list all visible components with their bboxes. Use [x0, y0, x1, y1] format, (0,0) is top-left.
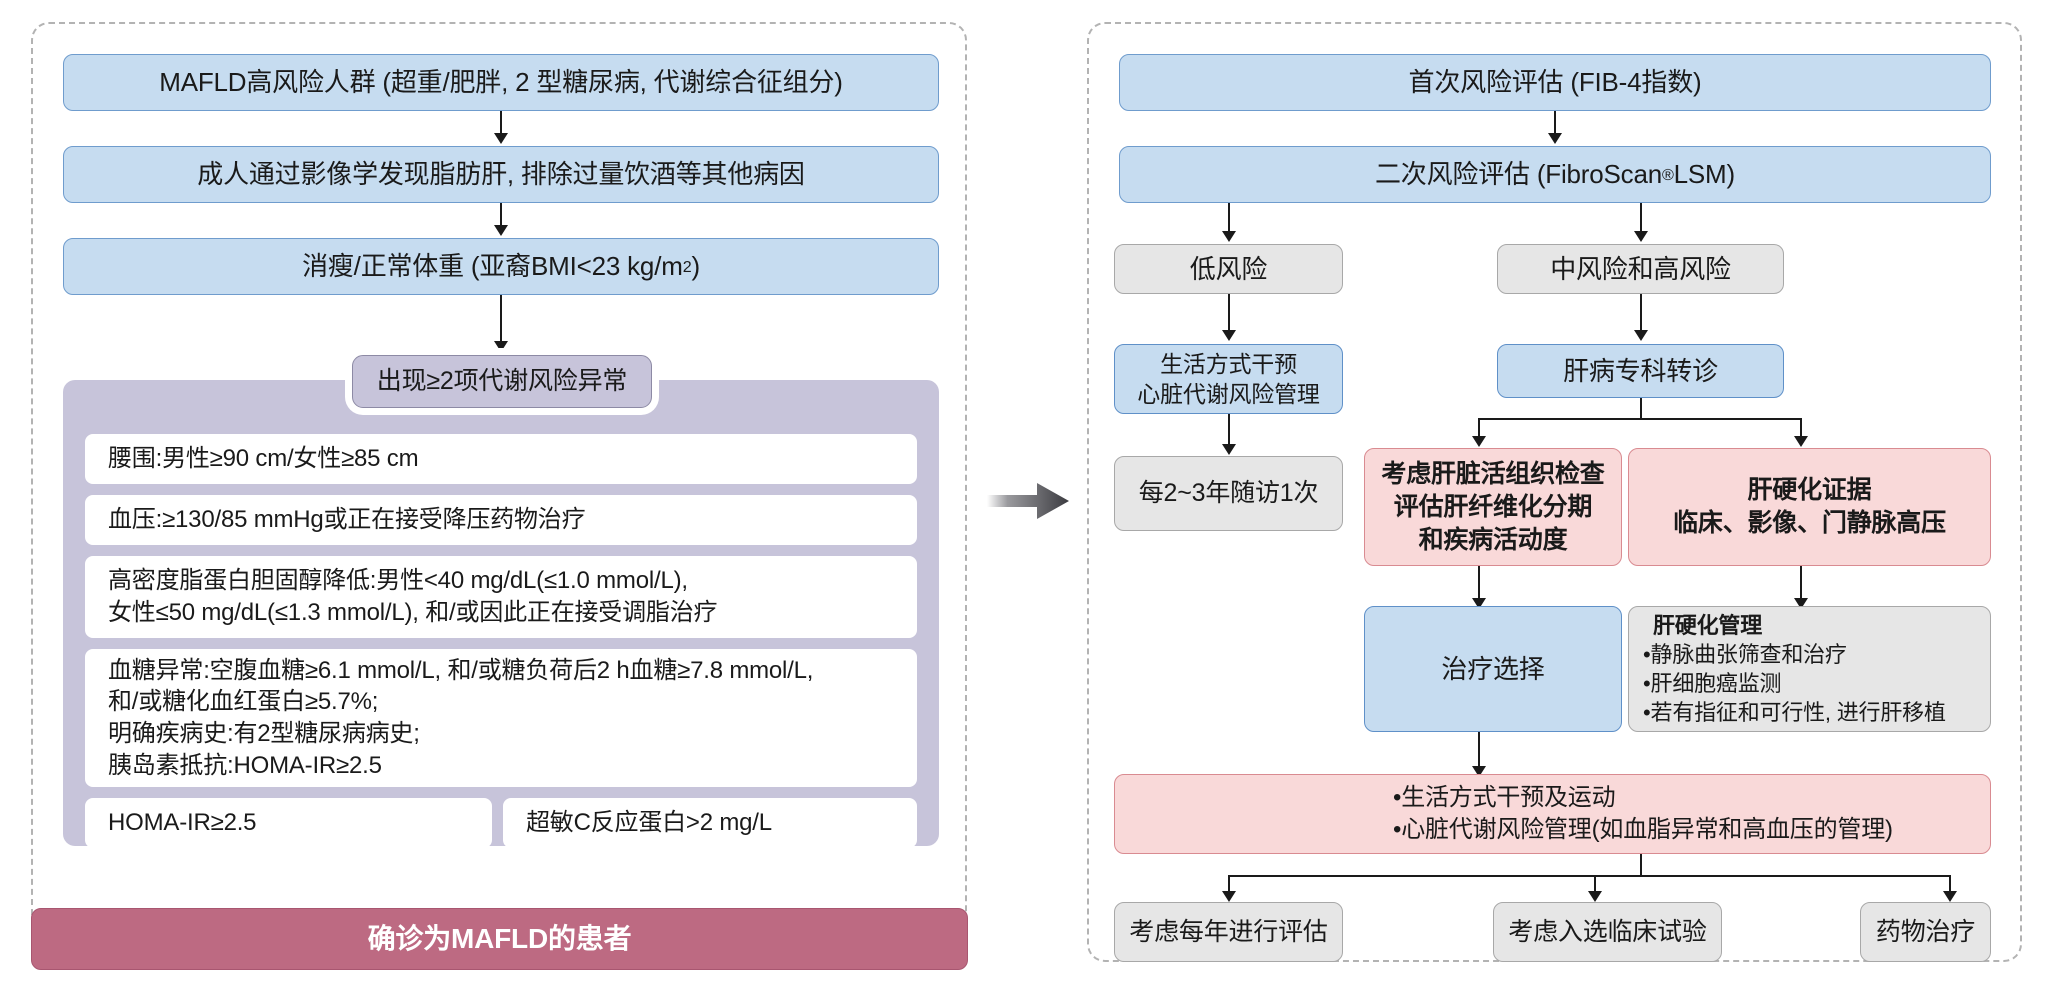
connector-midhigh-referral: [1640, 294, 1642, 336]
connector-l2-l3: [500, 203, 502, 232]
arrowhead-lowrisk-lifestyle: [1222, 330, 1236, 341]
arrowhead-l3-l4: [494, 341, 508, 352]
node-hepatology-referral[interactable]: 肝病专科转诊: [1497, 344, 1784, 398]
connector-r2-lowrisk: [1228, 203, 1230, 238]
node-moderate-high-risk[interactable]: 中风险和高风险: [1497, 244, 1784, 294]
connector-biopsy-treatment: [1478, 566, 1480, 604]
node-cirrhosis-management[interactable]: 肝硬化管理 •静脉曲张筛查和治疗 •肝细胞癌监测 •若有指征和可行性, 进行肝移…: [1628, 606, 1991, 732]
node-consider-annual-assessment[interactable]: 考虑每年进行评估: [1114, 902, 1343, 962]
node-drug-therapy[interactable]: 药物治疗: [1860, 902, 1991, 962]
arrowhead-biopsy-treatment: [1472, 598, 1486, 609]
node-imaging-finding[interactable]: 成人通过影像学发现脂肪肝, 排除过量饮酒等其他病因: [63, 146, 939, 203]
node-first-risk-assessment[interactable]: 首次风险评估 (FIB-4指数): [1119, 54, 1991, 111]
cirrhosis-management-item-varices: •静脉曲张筛查和治疗: [1643, 641, 1847, 667]
connector-r1-r2: [1554, 111, 1556, 140]
second-assessment-text: 二次风险评估 (FibroScan: [1375, 159, 1662, 190]
criteria-item-homa-ir: HOMA-IR≥2.5: [85, 798, 492, 848]
connector-treatment-general: [1478, 732, 1480, 772]
criteria-item-glucose: 血糖异常:空腹血糖≥6.1 mmol/L, 和/或糖负荷后2 h血糖≥7.8 m…: [85, 649, 917, 787]
criteria-item-hdl: 高密度脂蛋白胆固醇降低:男性<40 mg/dL(≤1.0 mmol/L), 女性…: [85, 556, 917, 638]
node-high-risk-population[interactable]: MAFLD高风险人群 (超重/肥胖, 2 型糖尿病, 代谢综合征组分): [63, 54, 939, 111]
arrowhead-bus-cirrhosis: [1794, 436, 1808, 447]
arrowhead-cirrhosis-management: [1794, 598, 1808, 609]
connector-referral-bus: [1478, 418, 1802, 420]
node-second-risk-assessment[interactable]: 二次风险评估 (FibroScan®LSM): [1119, 146, 1991, 203]
connector-l1-l2: [500, 111, 502, 140]
arrowhead-r2-midhighrisk: [1634, 231, 1648, 242]
arrowhead-bus-drug: [1943, 891, 1957, 902]
arrowhead-treatment-general: [1472, 766, 1486, 777]
node-lifestyle-intervention[interactable]: 生活方式干预 心脏代谢风险管理: [1114, 344, 1343, 414]
node-consider-clinical-trial[interactable]: 考虑入选临床试验: [1493, 902, 1722, 962]
panel-transition-arrow: [987, 483, 1069, 519]
connector-cirrhosis-management: [1800, 566, 1802, 604]
arrowhead-bus-biopsy: [1472, 436, 1486, 447]
connector-bus-trial: [1594, 875, 1596, 897]
arrowhead-lifestyle-followup: [1222, 444, 1236, 455]
criteria-item-crp: 超敏C反应蛋白>2 mg/L: [503, 798, 917, 848]
node-low-risk[interactable]: 低风险: [1114, 244, 1343, 294]
cirrhosis-management-item-transplant: •若有指征和可行性, 进行肝移植: [1643, 700, 1946, 726]
second-assessment-text-close: LSM): [1673, 159, 1736, 190]
general-management-item-lifestyle: •生活方式干预及运动: [1393, 784, 1616, 812]
arrowhead-r2-lowrisk: [1222, 231, 1236, 242]
arrowhead-l2-l3: [494, 225, 508, 236]
lean-weight-text: 消瘦/正常体重 (亚裔BMI<23 kg/m: [302, 251, 683, 282]
connector-r2-midhighrisk: [1640, 203, 1642, 238]
node-consider-liver-biopsy[interactable]: 考虑肝脏活组织检查 评估肝纤维化分期 和疾病活动度: [1364, 448, 1622, 566]
connector-bus-cirrhosis: [1800, 418, 1802, 442]
node-two-or-more-abnormal[interactable]: 出现≥2项代谢风险异常: [352, 355, 652, 408]
arrowhead-bus-annual: [1222, 891, 1236, 902]
node-confirmed-diagnosis[interactable]: 确诊为MAFLD的患者: [31, 908, 968, 970]
connector-lifestyle-followup: [1228, 414, 1230, 450]
cirrhosis-management-title: 肝硬化管理: [1653, 612, 1763, 638]
connector-lowrisk-lifestyle: [1228, 294, 1230, 336]
lean-weight-text-close: ): [691, 251, 700, 282]
connector-referral-stem: [1640, 398, 1642, 419]
criteria-item-waist: 腰围:男性≥90 cm/女性≥85 cm: [85, 434, 917, 484]
connector-general-stem: [1640, 854, 1642, 876]
connector-outcome-bus: [1228, 875, 1950, 877]
general-management-item-cardiometabolic: •心脏代谢风险管理(如血脂异常和高血压的管理): [1393, 816, 1893, 843]
arrowhead-r1-r2: [1548, 133, 1562, 144]
arrowhead-bus-trial: [1588, 891, 1602, 902]
arrowhead-l1-l2: [494, 133, 508, 144]
arrowhead-midhigh-referral: [1634, 330, 1648, 341]
connector-bus-drug: [1949, 875, 1951, 897]
node-treatment-options[interactable]: 治疗选择: [1364, 606, 1622, 732]
node-followup-2-3-years[interactable]: 每2~3年随访1次: [1114, 456, 1343, 531]
connector-bus-annual: [1228, 875, 1230, 897]
connector-bus-biopsy: [1478, 418, 1480, 442]
node-cirrhosis-evidence[interactable]: 肝硬化证据 临床、影像、门静脉高压: [1628, 448, 1991, 566]
criteria-item-blood-pressure: 血压:≥130/85 mmHg或正在接受降压药物治疗: [85, 495, 917, 545]
connector-l3-l4: [500, 295, 502, 347]
node-general-management[interactable]: •生活方式干预及运动 •心脏代谢风险管理(如血脂异常和高血压的管理): [1114, 774, 1991, 854]
cirrhosis-management-item-hcc: •肝细胞癌监测: [1643, 671, 1782, 696]
